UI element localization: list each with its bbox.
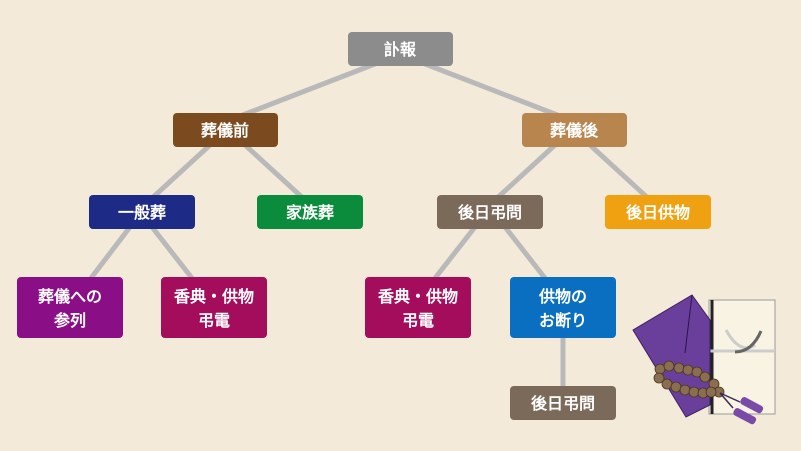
node-later-offering: 後日供物 (605, 195, 711, 229)
node-label: 家族葬 (286, 203, 334, 222)
node-label: 後日供物 (626, 203, 690, 222)
connector-lines (86, 59, 652, 388)
node-condolence-offering-telegram-2: 香典・供物 弔電 (365, 277, 471, 338)
node-general-funeral: 一般葬 (89, 195, 195, 229)
node-later-visit-2: 後日弔問 (510, 386, 616, 420)
node-label-line2: 弔電 (402, 311, 434, 330)
node-label-line1: 供物の (538, 287, 587, 306)
node-later-visit: 後日弔問 (437, 195, 543, 229)
node-label-line1: 香典・供物 (377, 287, 458, 306)
node-label-line1: 葬儀への (38, 287, 102, 306)
node-condolence-offering-telegram: 香典・供物 弔電 (161, 277, 267, 338)
node-family-funeral: 家族葬 (257, 195, 363, 229)
node-before-funeral: 葬儀前 (173, 113, 278, 147)
node-attend-funeral: 葬儀への 参列 (17, 277, 123, 338)
node-label: 葬儀後 (550, 121, 599, 140)
node-label: 後日弔問 (458, 203, 522, 222)
node-label-line2: 弔電 (198, 311, 230, 330)
node-label-line1: 香典・供物 (173, 287, 254, 306)
node-label: 訃報 (384, 40, 417, 59)
node-label: 葬儀前 (201, 121, 249, 140)
node-decline-offerings: 供物の お断り (510, 277, 616, 338)
node-root: 訃報 (348, 32, 453, 66)
node-label-line2: 参列 (54, 311, 86, 330)
node-label: 一般葬 (118, 203, 166, 222)
node-after-funeral: 葬儀後 (522, 113, 627, 147)
fukusa-juzu-illustration (632, 294, 776, 425)
node-label-line2: お断り (539, 311, 587, 330)
node-label: 後日弔問 (531, 394, 595, 413)
